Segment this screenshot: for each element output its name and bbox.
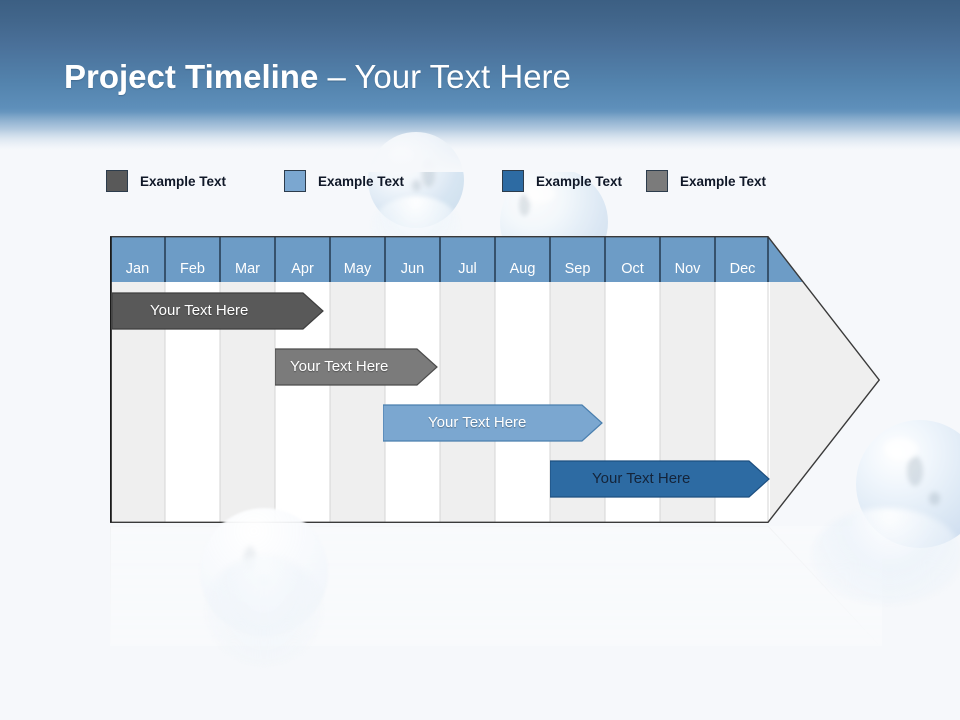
legend-swatch-icon xyxy=(502,170,524,192)
decorative-sphere-reflection-icon xyxy=(206,556,322,664)
legend-swatch-icon xyxy=(106,170,128,192)
page-title-light: Your Text Here xyxy=(354,58,571,95)
legend-item[interactable]: Example Text xyxy=(106,166,226,196)
legend-item[interactable]: Example Text xyxy=(502,166,622,196)
legend-item[interactable]: Example Text xyxy=(646,166,766,196)
legend-item-label: Example Text xyxy=(318,173,405,189)
page-title: Project Timeline – Your Text Here xyxy=(64,58,571,96)
legend-swatch-icon xyxy=(284,170,306,192)
decorative-sphere-icon xyxy=(200,508,328,636)
legend-swatch-icon xyxy=(646,170,668,192)
legend-item-label: Example Text xyxy=(536,173,623,189)
task-bar[interactable]: Your Text Here xyxy=(383,404,603,442)
legend-item-label: Example Text xyxy=(680,173,767,189)
timeline-chart: Your Text Here Your Text Here Your Text … xyxy=(110,236,882,524)
legend: Example Text Example Text Example Text E… xyxy=(106,166,846,196)
chart-reflection xyxy=(110,526,882,646)
decorative-sphere-icon xyxy=(912,448,960,534)
page-title-separator: – xyxy=(318,58,355,95)
legend-item-label: Example Text xyxy=(140,173,227,189)
task-bar[interactable]: Your Text Here xyxy=(275,348,438,386)
month-header-band xyxy=(110,236,880,282)
task-bar[interactable]: Your Text Here xyxy=(112,292,324,330)
page-title-bold: Project Timeline xyxy=(64,58,319,95)
legend-item[interactable]: Example Text xyxy=(284,166,404,196)
task-bar[interactable]: Your Text Here xyxy=(550,460,770,498)
